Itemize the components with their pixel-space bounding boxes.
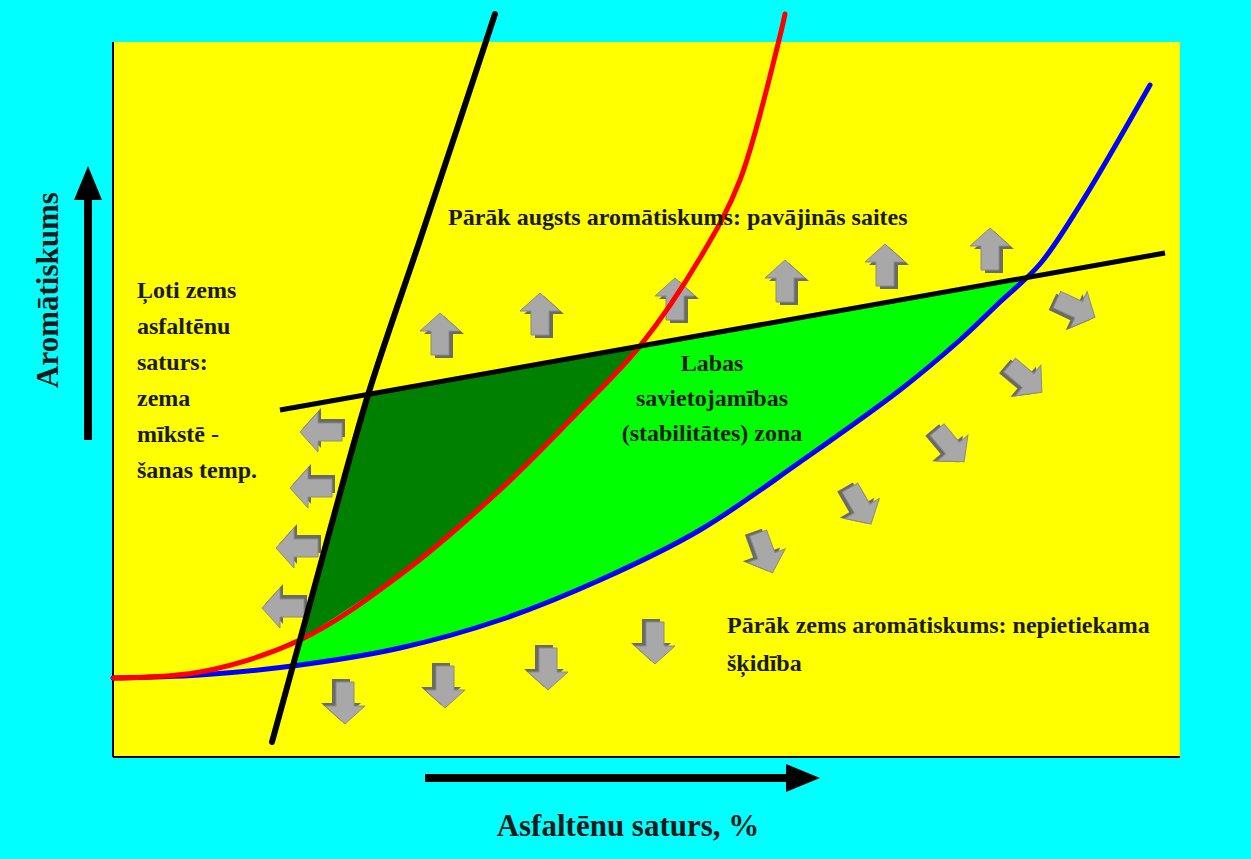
- x-axis-arrow: [425, 774, 790, 782]
- direction-arrow: [421, 663, 465, 708]
- direction-arrow: [1044, 280, 1103, 339]
- direction-arrow: [321, 679, 365, 724]
- x-axis-arrowhead: [786, 764, 820, 792]
- direction-arrow-face: [325, 682, 365, 724]
- direction-arrow-face: [528, 648, 568, 690]
- direction-arrow: [262, 584, 307, 628]
- direction-arrow-face: [922, 417, 980, 475]
- direction-arrow: [865, 244, 909, 289]
- y-axis-label: Aromātiskums: [30, 192, 66, 388]
- direction-arrow: [765, 260, 809, 305]
- direction-arrow-face: [739, 526, 791, 579]
- stability-zone: Labas savietojamības (stabilitātes) zona: [620, 346, 804, 450]
- direction-arrow: [520, 293, 564, 338]
- direction-arrow: [631, 619, 675, 664]
- direction-arrow: [420, 313, 464, 358]
- x-axis-line: [113, 756, 1180, 758]
- direction-arrow-face: [520, 293, 560, 335]
- region-note: Ļoti zems asfaltēnu saturs: zema mīkstē …: [137, 272, 263, 488]
- direction-arrow: [970, 228, 1014, 273]
- direction-arrow: [300, 408, 345, 452]
- direction-arrow: [290, 464, 335, 508]
- direction-arrow: [524, 645, 568, 690]
- region-note: Pārāk augsts aromātiskums: pavājinās sai…: [448, 196, 928, 238]
- y-axis-arrowhead: [74, 166, 102, 200]
- direction-arrow-face: [425, 666, 465, 708]
- direction-arrow: [828, 475, 889, 536]
- direction-arrow: [992, 348, 1055, 411]
- direction-arrow: [917, 415, 980, 478]
- direction-arrow-face: [635, 622, 675, 664]
- direction-arrow: [735, 524, 792, 581]
- y-axis-arrow: [84, 196, 92, 440]
- direction-arrow-face: [290, 468, 332, 508]
- direction-arrow-face: [765, 260, 805, 302]
- red-curve: [113, 14, 785, 678]
- direction-arrow-face: [262, 588, 304, 628]
- direction-arrow: [276, 524, 321, 568]
- blue-curve: [113, 85, 1150, 678]
- direction-arrow-face: [420, 313, 460, 355]
- x-axis-label: Asfaltēnu saturs, %: [497, 808, 760, 844]
- direction-arrow-face: [865, 244, 905, 286]
- direction-arrow-face: [1048, 281, 1103, 335]
- direction-arrow-face: [300, 412, 342, 452]
- direction-arrow-face: [970, 228, 1010, 270]
- y-axis-line: [112, 42, 114, 757]
- zone-label: Labas savietojamības (stabilitātes) zona: [620, 346, 804, 450]
- region-note: Pārāk zems aromātiskums: nepietiekama šķ…: [727, 606, 1207, 683]
- direction-arrow-face: [833, 478, 889, 534]
- direction-arrow-face: [276, 528, 318, 568]
- direction-arrow-face: [997, 350, 1055, 408]
